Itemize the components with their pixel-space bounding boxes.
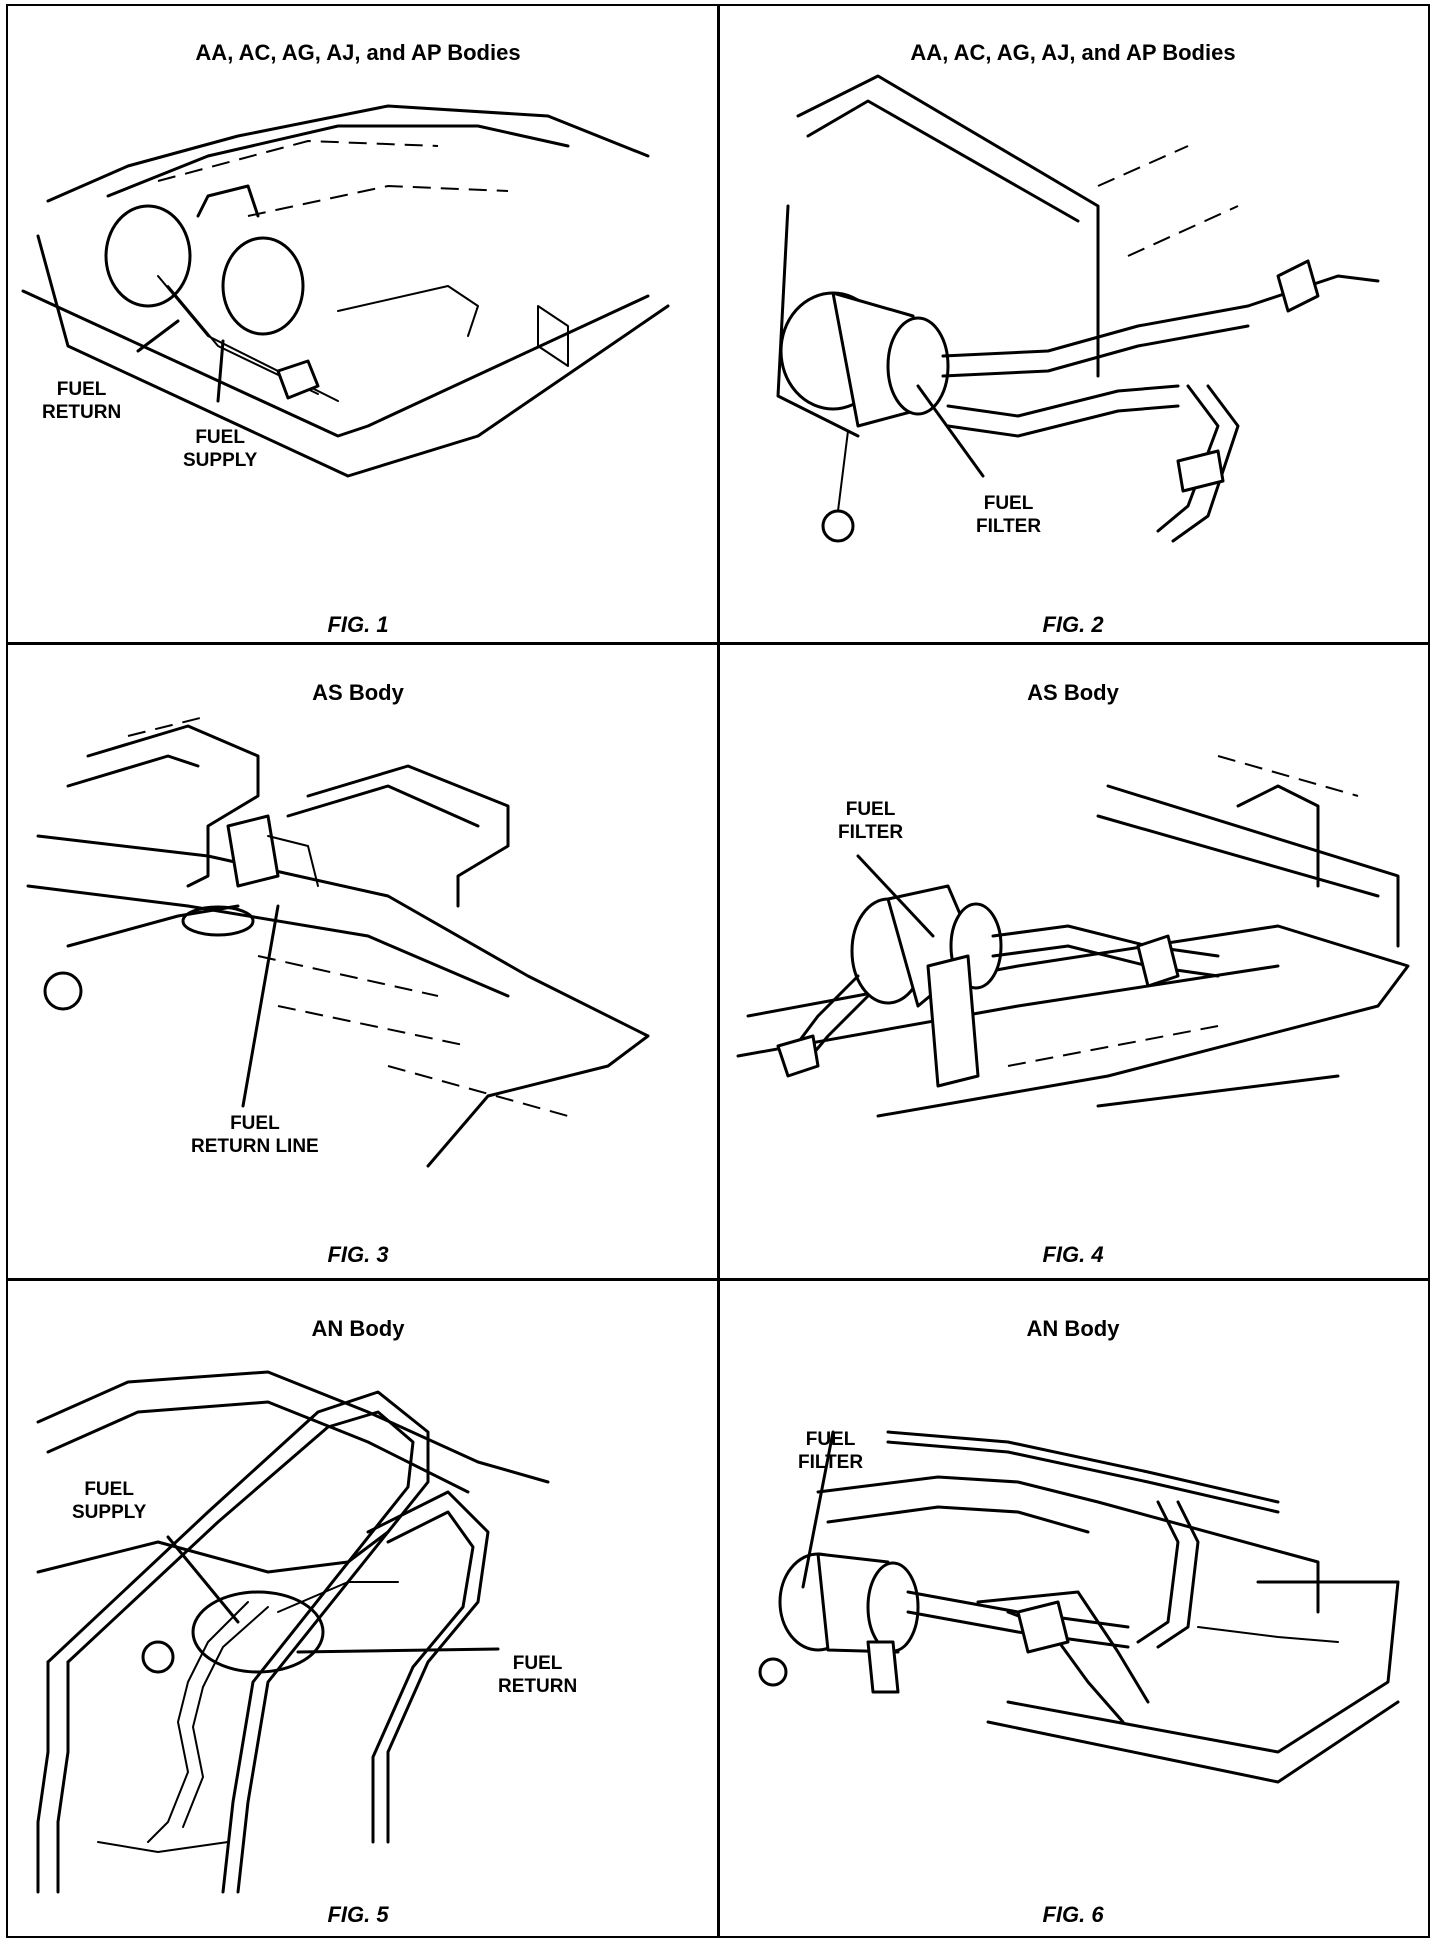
fuel-filter-frame-illustration: [736, 755, 1410, 1118]
panel-title: AA, AC, AG, AJ, and AP Bodies: [195, 40, 521, 65]
figure-number: FIG. 6: [1042, 1902, 1104, 1927]
grid-divider-row2: [8, 1278, 1428, 1281]
panel-title: AN Body: [311, 1316, 405, 1341]
panel-title: AN Body: [1026, 1316, 1120, 1341]
grid-divider-vertical: [717, 6, 720, 1936]
figure-grid: [6, 4, 1430, 1938]
figure-number: FIG. 4: [1042, 1242, 1104, 1267]
fuel-return-line-illustration: [26, 715, 650, 1168]
panel-title: AA, AC, AG, AJ, and AP Bodies: [910, 40, 1236, 65]
fuel-tank-lines-illustration: [21, 104, 670, 478]
fuel-filter-frame-rail-illustration: [758, 1430, 1400, 1784]
fuel-lines-tank-top-illustration: [36, 1370, 550, 1894]
grid-divider-row1: [8, 642, 1428, 645]
panel-title: AS Body: [312, 680, 404, 705]
panel-title: AS Body: [1027, 680, 1119, 705]
figure-number: FIG. 3: [327, 1242, 389, 1267]
figure-number: FIG. 1: [327, 612, 389, 637]
fuel-filter-mount-illustration: [776, 74, 1380, 543]
figure-number: FIG. 2: [1042, 612, 1104, 637]
figure-number: FIG. 5: [327, 1902, 389, 1927]
